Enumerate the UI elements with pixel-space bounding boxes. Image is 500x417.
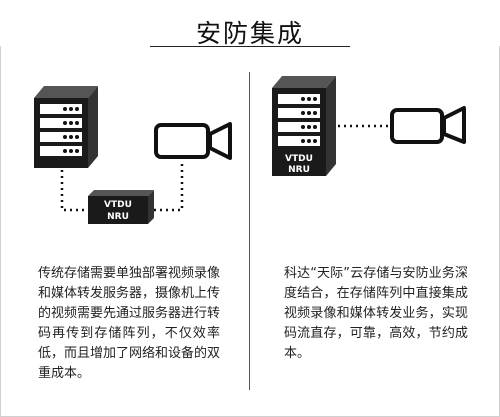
left-gateway-box xyxy=(88,190,154,224)
left-camera-icon xyxy=(154,122,232,160)
left-description: 传统存储需要单独部署视频录像和媒体转发服务器，摄像机上传的视频需要先通过服务器进… xyxy=(38,266,221,381)
left-gateway-label-vtdu: VTDU xyxy=(104,200,132,210)
left-gateway-label-nru: NRU xyxy=(107,212,129,222)
column-divider xyxy=(249,72,250,390)
page-title: 安防集成 xyxy=(195,19,304,48)
right-server-label-vtdu: VTDU xyxy=(285,154,313,164)
right-storage-server xyxy=(272,76,336,176)
right-server-label-nru: NRU xyxy=(288,165,310,175)
right-description: 科达“天际”云存储与安防业务深度结合，在存储阵列中直接集成视频录像和媒体转发业务… xyxy=(284,266,468,361)
left-connection-lines xyxy=(60,162,184,212)
left-storage-server xyxy=(34,86,98,168)
title-underline xyxy=(150,46,350,47)
right-camera-icon xyxy=(390,106,466,144)
